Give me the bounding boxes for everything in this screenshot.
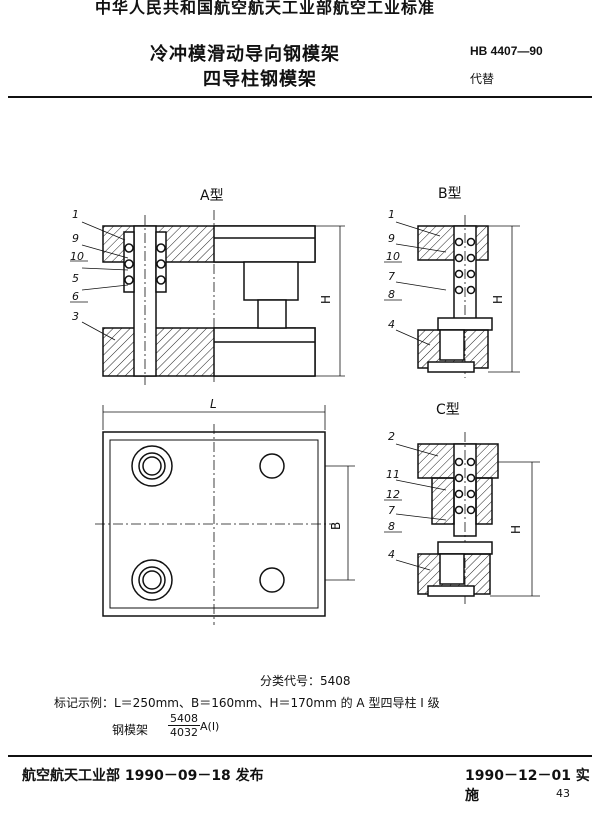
view-b: B型 H 1 9 10 7 8 4 bbox=[384, 186, 520, 378]
shank bbox=[243, 261, 299, 301]
classification-code: 分类代号：5408 bbox=[260, 674, 351, 688]
c-callout-11: 11 bbox=[386, 468, 400, 481]
view-a: A型 H bbox=[70, 188, 345, 385]
view-c: C型 H 2 11 12 7 8 4 bbox=[384, 402, 540, 605]
plan-dim-l: L bbox=[210, 397, 217, 411]
document-subtitle: 四导柱钢模架 bbox=[203, 69, 317, 90]
fraction-suffix: A(I) bbox=[200, 720, 220, 733]
callout-5: 5 bbox=[72, 272, 79, 285]
standard-number: HB 4407—90 bbox=[470, 44, 543, 58]
view-b-dim-h: H bbox=[491, 295, 505, 304]
c-callout-4: 4 bbox=[388, 548, 395, 561]
callout-1: 1 bbox=[72, 208, 79, 221]
standard-title: 中华人民共和国航空航天工业部航空工业标准 bbox=[95, 0, 436, 17]
b-callout-9: 9 bbox=[388, 232, 395, 245]
page-number: 43 bbox=[556, 787, 570, 800]
view-c-title: C型 bbox=[436, 402, 460, 418]
c-callout-8: 8 bbox=[388, 520, 395, 533]
b-callout-8: 8 bbox=[388, 288, 395, 301]
fraction-denominator: 4032 bbox=[170, 726, 198, 739]
guide-bush-hole bbox=[131, 445, 173, 487]
plan-dim-b: B bbox=[329, 522, 343, 530]
c-callout-7: 7 bbox=[388, 504, 395, 517]
callout-9: 9 bbox=[72, 232, 79, 245]
b-callout-1: 1 bbox=[388, 208, 395, 221]
view-b-title: B型 bbox=[438, 186, 462, 202]
fraction-numerator: 5408 bbox=[168, 712, 200, 726]
callout-3: 3 bbox=[72, 310, 79, 323]
view-a-dim-h: H bbox=[319, 295, 333, 304]
view-c-dim-h: H bbox=[509, 525, 523, 534]
c-callout-12: 12 bbox=[386, 488, 400, 501]
marking-example: 标记示例：L＝250mm、B＝160mm、H＝170mm 的 A 型四导柱 I … bbox=[54, 696, 440, 710]
c-callout-2: 2 bbox=[388, 430, 395, 443]
marking-fraction: 5408 4032 bbox=[168, 712, 200, 739]
header-rule bbox=[8, 96, 592, 98]
b-callout-4: 4 bbox=[388, 318, 395, 331]
replaces-label: 代替 bbox=[470, 72, 495, 86]
b-callout-10: 10 bbox=[386, 250, 400, 263]
implementation-date: 1990－12－01 实施 bbox=[465, 768, 590, 804]
marking-item: 钢模架 bbox=[112, 723, 149, 737]
callout-10: 10 bbox=[70, 250, 84, 263]
footer-rule bbox=[8, 755, 592, 757]
b-callout-7: 7 bbox=[388, 270, 395, 283]
callout-6: 6 bbox=[72, 290, 79, 303]
b-upper-plate bbox=[417, 225, 489, 261]
issue-date: 航空航天工业部 1990－09－18 发布 bbox=[22, 768, 264, 784]
view-a-title: A型 bbox=[200, 188, 224, 204]
plan-view: L B bbox=[95, 397, 355, 625]
document-title: 冷冲模滑动导向钢模架 bbox=[150, 44, 340, 65]
